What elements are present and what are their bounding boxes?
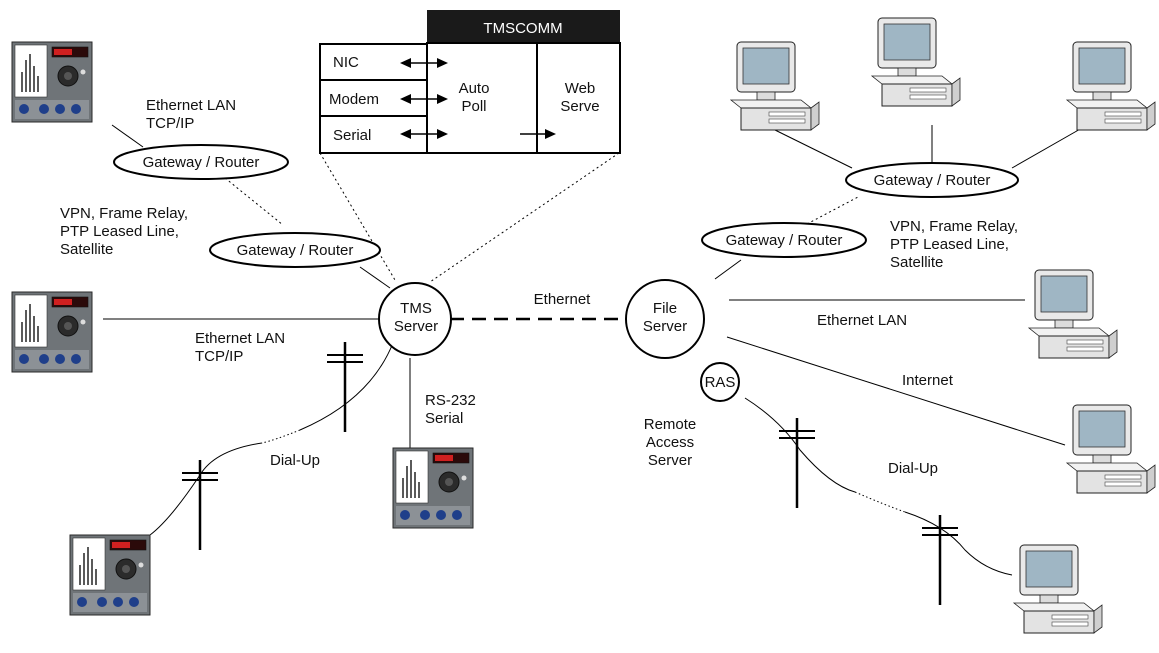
label-rs232-1: RS-232	[425, 392, 476, 409]
gateway-router-mid-right: Gateway / Router	[701, 222, 867, 258]
label-vpn-right-2: PTP Leased Line,	[890, 236, 1009, 253]
gateway-router-top-left: Gateway / Router	[113, 144, 289, 180]
label-rs232-2: Serial	[425, 410, 463, 427]
label-ethernet-lan-top-1: Ethernet LAN	[146, 97, 236, 114]
label-ethernet-lan-mid-2: TCP/IP	[195, 348, 243, 365]
ras-desc-line2: Access	[646, 434, 694, 451]
tmscomm-header	[427, 10, 620, 43]
web-serve-line2: Serve	[560, 98, 599, 115]
auto-poll-line1: Auto	[459, 80, 490, 97]
utility-pole-icon	[325, 340, 365, 434]
desktop-computer-icon	[1028, 269, 1118, 359]
arrow-right-icon	[520, 129, 556, 139]
tmscomm-title: TMSCOMM	[483, 20, 562, 37]
gateway-label: Gateway / Router	[143, 154, 260, 171]
double-arrow-icon	[400, 58, 448, 68]
desktop-computer-icon	[1066, 41, 1156, 131]
auto-poll-line2: Poll	[461, 98, 486, 115]
utility-pole-icon	[920, 513, 960, 607]
file-server-line2: Server	[643, 318, 687, 335]
ras-desc-line3: Server	[648, 452, 692, 469]
gateway-label: Gateway / Router	[874, 172, 991, 189]
power-meter-icon	[11, 41, 93, 123]
web-serve-line1: Web	[565, 80, 596, 97]
label-ethernet-lan-right: Ethernet LAN	[817, 312, 907, 329]
connection-lines	[103, 124, 1083, 576]
gateway-router-mid-left: Gateway / Router	[209, 232, 381, 268]
power-meter-icon	[392, 447, 474, 529]
utility-pole-icon	[777, 416, 817, 510]
file-server-line1: File	[653, 300, 677, 317]
label-vpn-left-2: PTP Leased Line,	[60, 223, 179, 240]
label-vpn-right-3: Satellite	[890, 254, 943, 271]
desktop-computer-icon	[871, 17, 961, 107]
desktop-computer-icon	[730, 41, 820, 131]
label-ethernet-lan-top-2: TCP/IP	[146, 115, 194, 132]
port-label-modem: Modem	[329, 91, 379, 108]
file-server-node: File Server	[625, 279, 705, 359]
double-arrow-icon	[400, 94, 448, 104]
label-ethernet: Ethernet	[534, 291, 592, 308]
tms-server-line2: Server	[394, 318, 438, 335]
label-internet: Internet	[902, 372, 954, 389]
gateway-router-top-right: Gateway / Router	[845, 162, 1019, 198]
gateway-label: Gateway / Router	[726, 232, 843, 249]
ras-label: RAS	[705, 374, 736, 391]
label-dialup-left: Dial-Up	[270, 452, 320, 469]
power-meter-icon	[69, 534, 151, 616]
tms-server-line1: TMS	[400, 300, 432, 317]
tms-server-node: TMS Server	[378, 282, 452, 356]
port-label-serial: Serial	[333, 127, 371, 144]
power-meter-icon	[11, 291, 93, 373]
desktop-computer-icon	[1066, 404, 1156, 494]
double-arrow-icon	[400, 129, 448, 139]
port-label-nic: NIC	[333, 54, 359, 71]
ras-desc-line1: Remote	[644, 416, 697, 433]
label-dialup-right: Dial-Up	[888, 460, 938, 477]
tmscomm-module: TMSCOMM NIC Modem Serial Auto	[319, 10, 621, 154]
gateway-label: Gateway / Router	[237, 242, 354, 259]
utility-pole-icon	[180, 458, 220, 552]
desktop-computer-icon	[1013, 544, 1103, 634]
label-vpn-left-1: VPN, Frame Relay,	[60, 205, 188, 222]
label-vpn-right-1: VPN, Frame Relay,	[890, 218, 1018, 235]
ras-node: RAS	[700, 362, 740, 402]
label-ethernet-lan-mid-1: Ethernet LAN	[195, 330, 285, 347]
label-vpn-left-3: Satellite	[60, 241, 113, 258]
